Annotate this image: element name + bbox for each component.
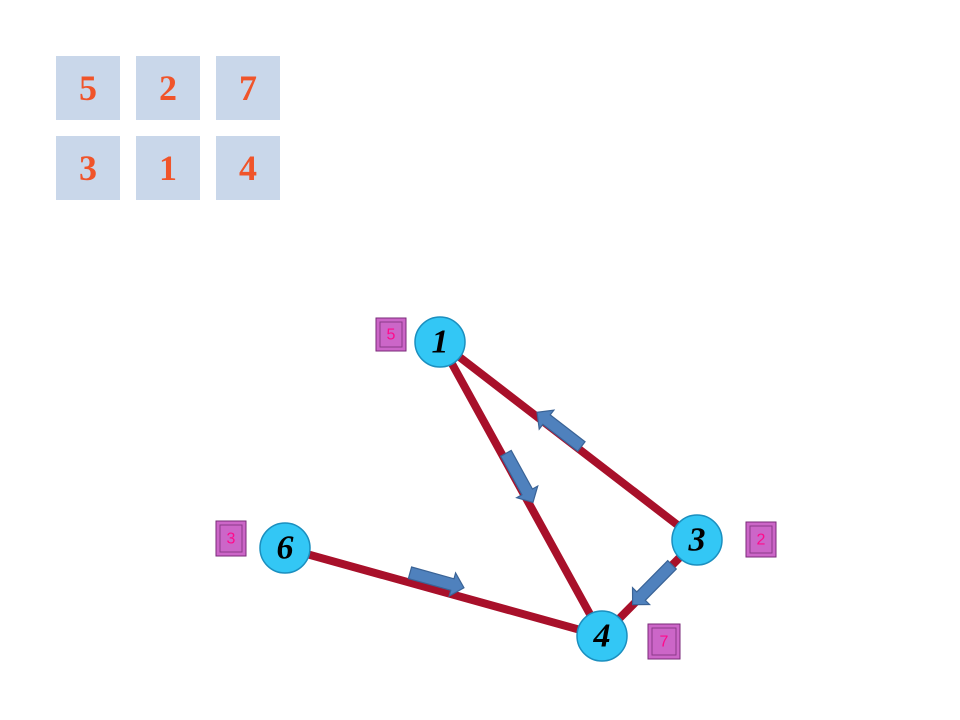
grid-cell-r1c1: 5 (56, 56, 120, 120)
node-6-weight-box: 3 (215, 520, 247, 557)
node-4: 4 (576, 610, 628, 662)
node-3-label: 3 (688, 522, 706, 559)
node-1-label: 1 (432, 324, 449, 361)
node-3-weight: 2 (757, 532, 766, 549)
edge-arrow-1-to-4 (499, 449, 539, 504)
edge-6-to-4 (283, 544, 604, 640)
grid-cell-r2c1: 3 (56, 136, 120, 200)
node-3: 3 (671, 514, 723, 566)
node-6-weight: 3 (227, 531, 236, 548)
grid-cell-r2c2: 1 (136, 136, 200, 200)
node-6: 6 (259, 522, 311, 574)
node-3-weight-box: 2 (745, 521, 777, 558)
edge-arrow-3-to-4 (631, 559, 678, 606)
node-4-label: 4 (593, 618, 611, 655)
grid-cell-r1c2: 2 (136, 56, 200, 120)
grid-cell-r2c3: 4 (216, 136, 280, 200)
edge-arrow-3-to-1 (536, 409, 586, 453)
node-1: 1 (414, 316, 466, 368)
edge-arrow-6-to-4 (407, 566, 465, 598)
node-6-label: 6 (277, 530, 294, 567)
grid-cell-r1c3: 7 (216, 56, 280, 120)
node-4-weight-box: 7 (647, 623, 681, 660)
node-1-weight-box: 5 (375, 317, 407, 352)
node-4-weight: 7 (660, 634, 669, 651)
node-1-weight: 5 (387, 327, 396, 344)
